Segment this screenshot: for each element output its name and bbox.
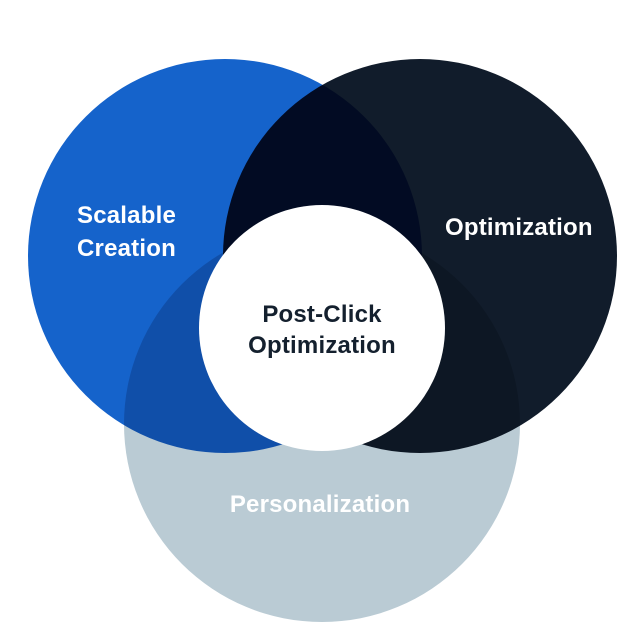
center-circle <box>199 205 445 451</box>
label-post-click-optimization: Post-Click Optimization <box>248 301 396 359</box>
label-optimization: Optimization <box>445 214 593 241</box>
label-scalable-creation: Scalable Creation <box>77 202 176 262</box>
label-personalization: Personalization <box>229 491 411 518</box>
